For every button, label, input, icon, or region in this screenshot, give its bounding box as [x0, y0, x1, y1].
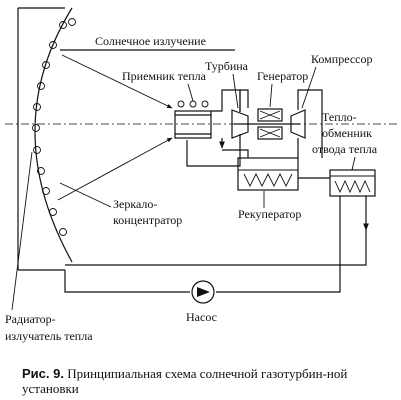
coolant-loop: [64, 230, 367, 293]
mirror-concentrator: [34, 7, 73, 263]
generator-label: Генератор: [257, 69, 308, 83]
radiator-circle: [32, 124, 40, 132]
figure-caption-text: Принципиальная схема солнечной газотурби…: [22, 366, 348, 396]
reflected-rays: [57, 54, 173, 201]
heat-receiver-label: Приемник тепла: [122, 69, 207, 83]
radiator-emitter-circles: [32, 18, 76, 236]
mirror-leader: [59, 182, 112, 208]
solar-radiation-label: Солнечное излучение: [95, 34, 206, 48]
figure-caption: Рис. 9. Принципиальная схема солнечной г…: [22, 366, 392, 396]
heat-exchanger-label-line1: Тепло-: [322, 110, 357, 124]
heat-exchanger-label-line2: обменник: [322, 126, 372, 140]
radiator-circle: [59, 228, 67, 236]
mirror-label-line1: Зеркало-: [113, 197, 157, 211]
radiator-circle: [68, 18, 76, 26]
heat-receiver: [174, 100, 212, 139]
generator: [257, 108, 283, 140]
radiator-circle: [33, 146, 41, 154]
compressor-piping: [239, 89, 323, 158]
heat-exchanger-leader: [351, 156, 356, 171]
radiator-circle: [59, 21, 67, 29]
generator-leader: [269, 83, 273, 108]
radiator-circle: [49, 41, 57, 49]
radiator-label-line1: Радиатор-: [5, 312, 56, 326]
turbine-leader: [232, 73, 239, 109]
pump: [191, 280, 215, 304]
compressor-label: Компрессор: [311, 52, 372, 66]
radiator-label-line2: излучатель тепла: [5, 329, 93, 343]
heat-exchanger-label-line3: отвода тепла: [312, 142, 378, 156]
figure-number: Рис. 9.: [22, 366, 64, 381]
compressor: [290, 109, 306, 139]
mirror-label-line2: концентратор: [113, 213, 182, 227]
gas-turbine-scheme-diagram: Солнечное излучение Приемник тепла Турби…: [5, 7, 398, 343]
turbine-label: Турбина: [205, 59, 249, 73]
recuperator: [222, 149, 299, 191]
radiator-frame: [17, 7, 65, 271]
heat-receiver-leader: [187, 83, 194, 102]
compressor-leader: [301, 66, 317, 109]
pump-label: Насос: [186, 310, 217, 324]
recuperator-label: Рекуператор: [238, 207, 301, 221]
radiator-leader: [11, 151, 33, 311]
heat-removal-exchanger: [329, 169, 376, 231]
radiator-circle: [37, 167, 45, 175]
